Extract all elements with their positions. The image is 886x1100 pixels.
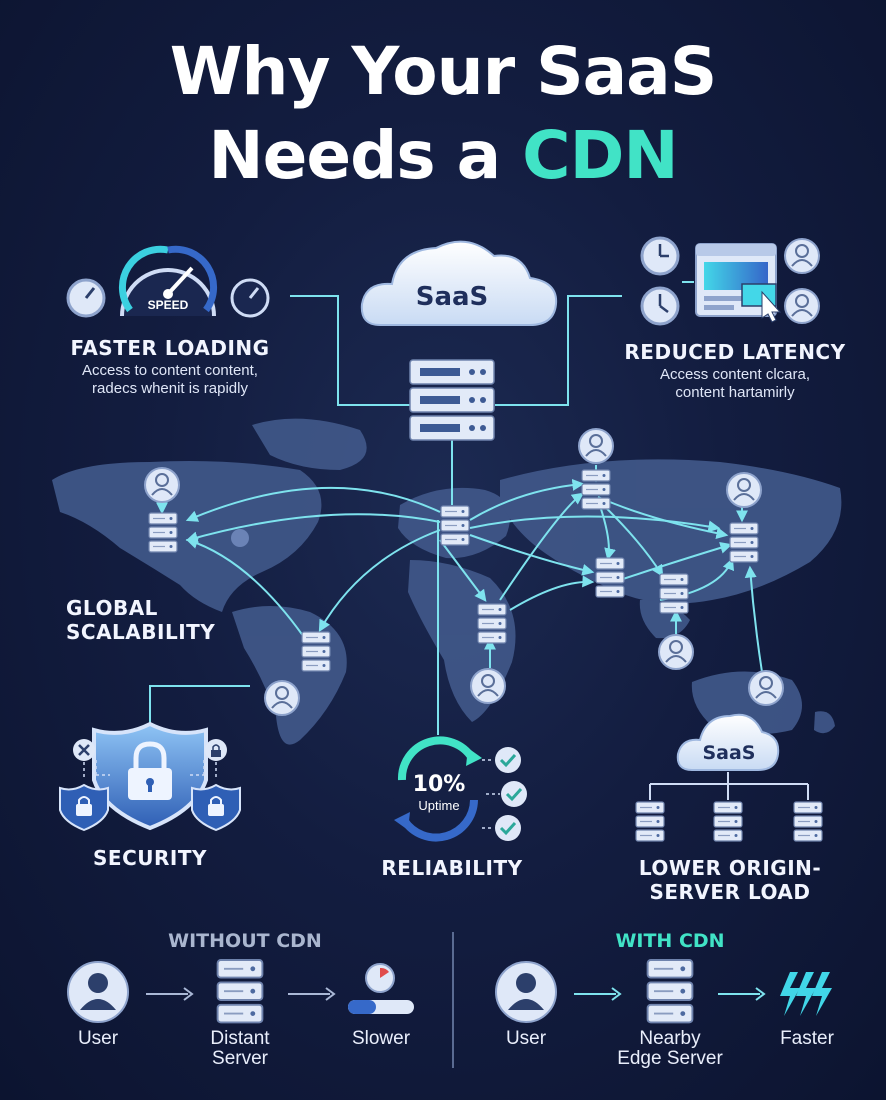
with-cdn-flow [495, 959, 766, 1024]
check-icons [482, 747, 527, 841]
distant-server-line1: Distant [210, 1028, 270, 1049]
without-user-label: User [77, 1028, 119, 1049]
uptime-percent: 10% [412, 772, 466, 797]
faster-loading-desc-2: radecs whenit is rapidly [92, 380, 248, 397]
slower-label: Slower [351, 1028, 411, 1049]
saas-cloud-small [676, 713, 780, 771]
faster-loading-desc-1: Access to content content, [82, 362, 258, 379]
title-prefix: Needs a [208, 117, 523, 194]
without-cdn-heading: WITHOUT CDN [168, 930, 322, 952]
with-user-label: User [505, 1028, 547, 1049]
gauge-label: SPEED [147, 298, 189, 312]
clock-icon [640, 236, 680, 326]
uptime-label: Uptime [418, 798, 460, 813]
world-map [52, 418, 842, 745]
without-cdn-flow [67, 959, 414, 1024]
faster-label: Faster [780, 1028, 834, 1049]
distant-server-line2: Server [212, 1048, 268, 1069]
speed-gauge-icon [118, 245, 218, 317]
faster-loading-title: FASTER LOADING [70, 336, 270, 360]
load-tree [649, 772, 809, 800]
nearby-server-line2: Edge Server [617, 1048, 723, 1069]
page-title-line2: Needs a CDN [0, 118, 886, 194]
reduced-latency-desc-2: content hartamirly [675, 384, 795, 401]
saas-cloud-small-label: SaaS [702, 742, 756, 764]
uptime-ring-icon [394, 736, 482, 842]
reliability-title: RELIABILITY [381, 856, 523, 880]
lower-load-line2: SERVER LOAD [649, 880, 811, 904]
small-gauge-icon-right [230, 278, 270, 318]
shield-lock-icon [92, 721, 208, 831]
page-title-line1: Why Your SaaS [169, 33, 718, 110]
security-title: SECURITY [93, 846, 207, 870]
with-cdn-heading: WITH CDN [615, 930, 725, 952]
saas-cloud-label: SaaS [415, 282, 489, 312]
load-servers [635, 801, 823, 842]
map-users [144, 428, 784, 716]
lower-load-line1: LOWER ORIGIN- [638, 856, 822, 880]
nearby-server-line1: Nearby [639, 1028, 701, 1049]
title-accent: CDN [522, 117, 678, 194]
reduced-latency-desc-1: Access content clcara, [659, 366, 811, 383]
small-gauge-icon-left [66, 278, 106, 318]
global-scalability-line2: SCALABILITY [66, 620, 216, 644]
latency-users [784, 238, 820, 324]
saas-cloud-top [360, 240, 558, 326]
lightning-icon [780, 972, 832, 1016]
browser-window-icon [682, 243, 782, 323]
security-side-icons [59, 739, 241, 832]
origin-server [409, 359, 495, 441]
reduced-latency-title: REDUCED LATENCY [624, 340, 846, 364]
global-scalability-line1: GLOBAL [66, 596, 158, 620]
